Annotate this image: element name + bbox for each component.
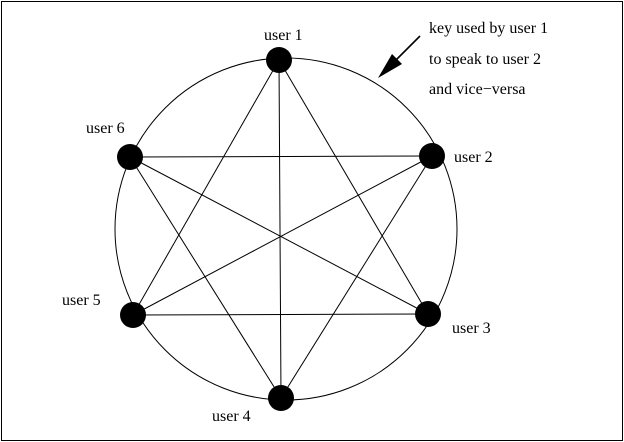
key-link-3-6 (129, 156, 429, 315)
key-link-3-5 (132, 313, 429, 316)
key-link-1-4 (278, 59, 282, 399)
user-label-1: user 1 (264, 27, 303, 44)
user-node-3 (415, 301, 441, 327)
key-links (129, 59, 433, 399)
key-annotation: key used by user 1 to speak to user 2 an… (429, 20, 548, 98)
user-label-6: user 6 (86, 120, 125, 137)
user-node-5 (120, 302, 146, 328)
user-node-4 (268, 385, 294, 411)
annotation-line-1: key used by user 1 (429, 20, 548, 37)
user-nodes (117, 47, 445, 411)
key-link-2-6 (129, 155, 433, 158)
annotation-arrow-icon (378, 35, 421, 78)
user-node-2 (419, 143, 445, 169)
key-link-2-5 (132, 155, 433, 316)
user-node-1 (266, 47, 292, 73)
user-label-4: user 4 (212, 408, 251, 425)
key-link-4-6 (129, 156, 282, 399)
annotation-line-2: to speak to user 2 (429, 51, 541, 68)
user-node-6 (117, 144, 143, 170)
user-label-2: user 2 (454, 149, 493, 166)
user-labels: user 1 user 2 user 3 user 4 user 5 user … (62, 27, 493, 425)
user-label-5: user 5 (62, 292, 101, 309)
user-label-3: user 3 (452, 320, 491, 337)
annotation-line-3: and vice−versa (429, 81, 526, 98)
key-link-1-5 (132, 59, 280, 316)
key-link-2-4 (280, 155, 433, 399)
key-link-1-3 (278, 59, 429, 315)
